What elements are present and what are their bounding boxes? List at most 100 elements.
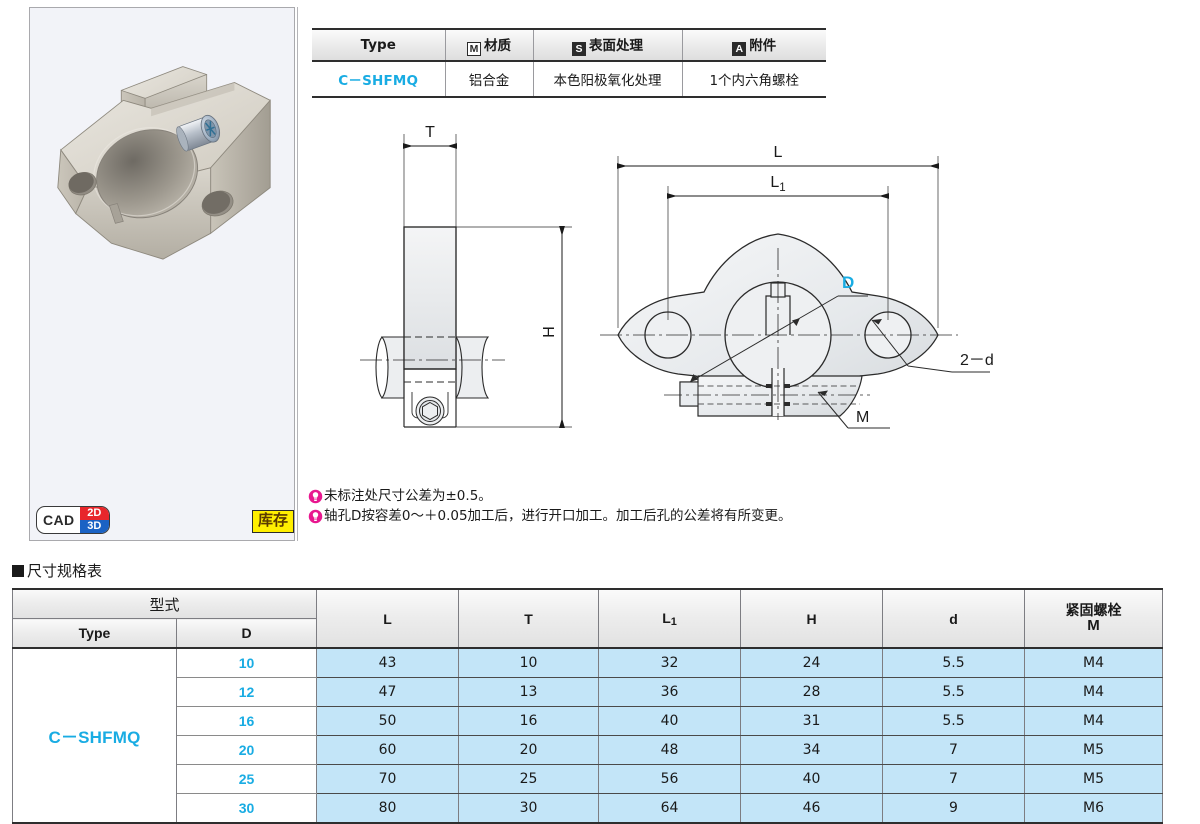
dimension-label-2-d: 2－d	[960, 352, 994, 369]
spec-cell-L1: 48	[598, 735, 742, 765]
cad-3d-label[interactable]: 3D	[79, 520, 109, 533]
spec-cell-H: 31	[740, 706, 884, 736]
material-a-icon: A	[732, 42, 747, 57]
material-header-accessory-label: 附件	[749, 37, 777, 54]
cad-label: CAD	[43, 512, 75, 528]
dimension-label-L: L	[774, 144, 783, 161]
dimension-spec-table: 型式 L T L1 H d 紧固螺栓 M Type D C－SHFMQ 10 4…	[11, 588, 1164, 824]
dimension-label-M: M	[856, 409, 869, 426]
info-bulb-icon	[308, 489, 323, 504]
table-row: 30 80 30 64 46 9 M6	[13, 793, 1164, 824]
spec-cell-H: 40	[740, 764, 884, 794]
material-cell-type: C－SHFMQ	[312, 61, 446, 98]
table-row: 12 47 13 36 28 5.5 M4	[13, 677, 1164, 707]
spec-cell-d: 5.5	[882, 706, 1026, 736]
spec-cell-H: 46	[740, 793, 884, 824]
table-row: C－SHFMQ 10 43 10 32 24 5.5 M4	[12, 648, 1164, 824]
spec-cell-D: 10	[175, 648, 318, 678]
note-row: 轴孔D按容差0～＋0.05加工后，进行开口加工。加工后孔的公差将有所变更。	[308, 507, 1008, 526]
spec-cell-L: 80	[316, 793, 460, 824]
spec-cell-T: 20	[458, 735, 600, 765]
material-header-type: Type	[312, 28, 446, 62]
spec-cell-H: 24	[740, 648, 884, 678]
material-s-icon: S	[572, 42, 586, 57]
spec-header-L1-sub: 1	[670, 615, 677, 628]
spec-cell-M: M4	[1024, 706, 1164, 736]
material-header-material-label: 材质	[484, 37, 511, 54]
spec-header-L: L	[316, 588, 460, 649]
technical-drawing-svg: T H	[360, 124, 994, 429]
side-view-drawing: T H	[360, 124, 572, 428]
spec-header-M-top: 紧固螺栓	[1065, 601, 1122, 618]
product-photo-panel[interactable]	[29, 7, 295, 541]
spec-cell-H: 28	[740, 677, 884, 707]
material-header-type-label: Type	[360, 37, 396, 53]
notes-block: 未标注处尺寸公差为±0.5。 轴孔D按容差0～＋0.05加工后，进行开口加工。加…	[308, 487, 1008, 527]
spec-header-D: D	[175, 618, 318, 649]
front-view-drawing: L L1 D 2－d	[600, 144, 994, 429]
spec-cell-L: 50	[316, 706, 460, 736]
spec-cell-D: 25	[175, 764, 318, 794]
table-row: 20 60 20 48 34 7 M5	[13, 735, 1164, 765]
stock-badge: 库存	[252, 510, 295, 533]
dimension-label-T: T	[425, 124, 435, 141]
spec-section-heading: 尺寸规格表	[12, 560, 102, 581]
spec-header-H: H	[740, 588, 884, 649]
dimension-label-L1-sub: 1	[779, 182, 785, 194]
note-text: 未标注处尺寸公差为±0.5。	[324, 488, 492, 504]
cad-download-badge[interactable]: CAD 2D 3D	[36, 506, 110, 534]
spec-cell-T: 16	[458, 706, 600, 736]
info-bulb-icon	[308, 509, 323, 524]
table-row: 16 50 16 40 31 5.5 M4	[13, 706, 1164, 736]
spec-cell-T: 10	[458, 648, 600, 678]
spec-cell-type: C－SHFMQ	[12, 648, 177, 824]
spec-cell-L1: 36	[598, 677, 742, 707]
product-photo-image	[30, 9, 294, 539]
material-m-icon: M	[467, 42, 481, 57]
spec-cell-L1: 56	[598, 764, 742, 794]
spec-header-L1-base: L	[662, 609, 671, 626]
spec-cell-d: 7	[882, 735, 1026, 765]
spec-header-L1: L1	[598, 588, 742, 649]
material-cell-accessory: 1个内六角螺栓	[681, 61, 826, 98]
spec-header-row-1: 型式 L T L1 H d 紧固螺栓 M	[11, 588, 1164, 649]
material-table-row: C－SHFMQ 铝合金 本色阳极氧化处理 1个内六角螺栓	[312, 61, 826, 98]
spec-cell-D: 20	[175, 735, 318, 765]
material-cell-surface: 本色阳极氧化处理	[532, 61, 683, 98]
spec-cell-L1: 40	[598, 706, 742, 736]
note-text: 轴孔D按容差0～＋0.05加工后，进行开口加工。加工后孔的公差将有所变更。	[324, 508, 792, 524]
spec-cell-d: 5.5	[882, 648, 1026, 678]
dimension-label-L1-base: L	[770, 174, 779, 191]
spec-header-M: 紧固螺栓 M	[1024, 588, 1164, 649]
spec-header-type: Type	[12, 618, 177, 649]
spec-cell-L1: 32	[598, 648, 742, 678]
spec-header-M-bottom: M	[1087, 616, 1100, 634]
spec-cell-L: 47	[316, 677, 460, 707]
spec-cell-M: M4	[1024, 648, 1164, 678]
dimension-label-H: H	[541, 326, 558, 338]
spec-cell-T: 25	[458, 764, 600, 794]
spec-cell-H: 34	[740, 735, 884, 765]
spec-cell-M: M5	[1024, 764, 1164, 794]
note-row: 未标注处尺寸公差为±0.5。	[308, 487, 1008, 506]
spec-cell-M: M6	[1024, 793, 1164, 824]
spec-cell-T: 13	[458, 677, 600, 707]
table-row: 25 70 25 56 40 7 M5	[13, 764, 1164, 794]
spec-table-body: C－SHFMQ 10 43 10 32 24 5.5 M4 12 47 13 3…	[12, 648, 1164, 824]
material-cell-material: 铝合金	[444, 61, 534, 98]
panel-divider	[297, 7, 298, 541]
spec-cell-d: 7	[882, 764, 1026, 794]
spec-cell-M: M4	[1024, 677, 1164, 707]
cad-2d-label[interactable]: 2D	[79, 507, 109, 520]
spec-cell-L: 43	[316, 648, 460, 678]
spec-cell-T: 30	[458, 793, 600, 824]
section-bullet-icon	[12, 564, 24, 577]
spec-cell-D: 30	[175, 793, 318, 824]
spec-cell-D: 16	[175, 706, 318, 736]
